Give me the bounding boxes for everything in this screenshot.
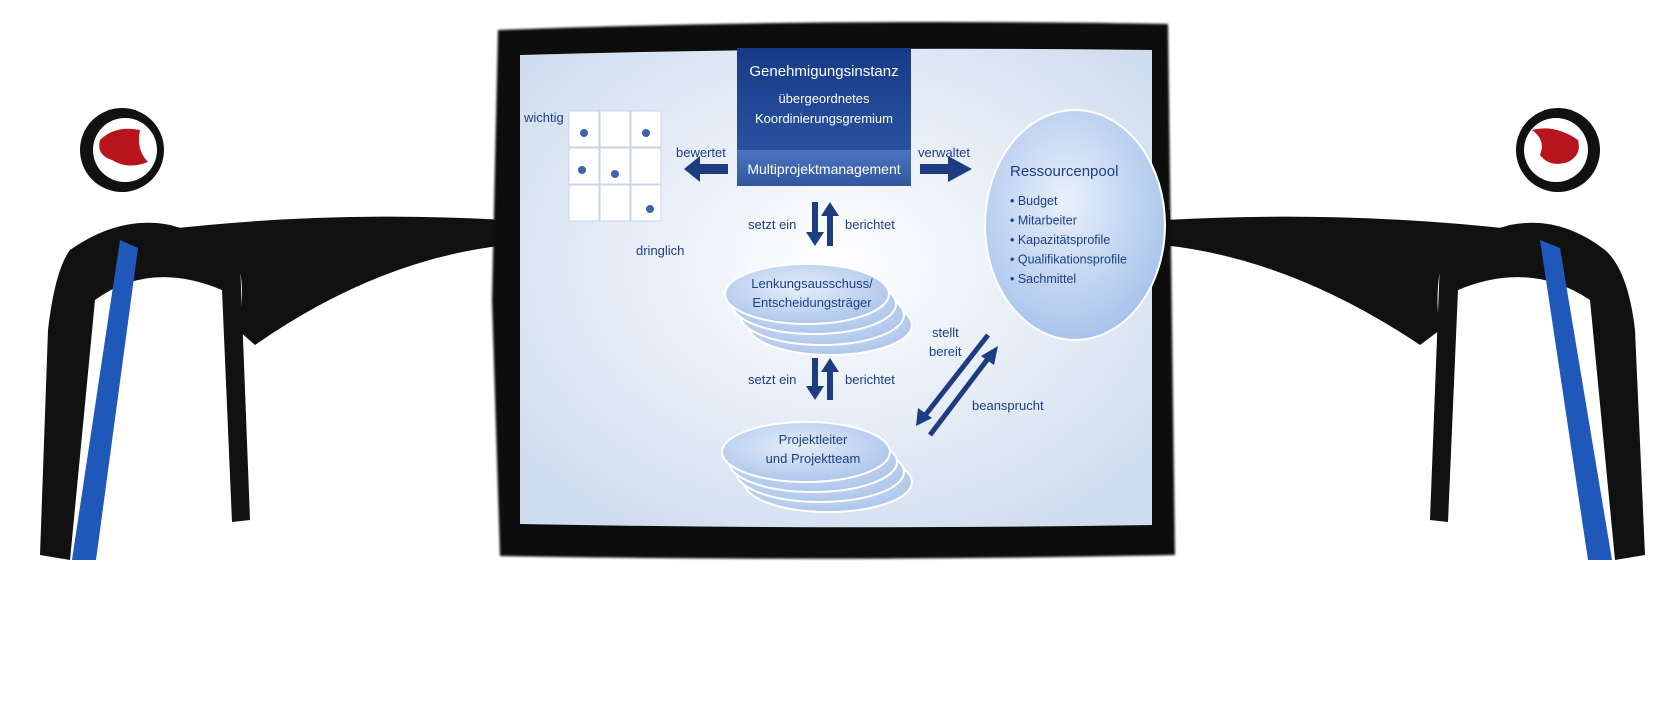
right-person-body [1430,222,1645,560]
resource-pool-item: • Budget [1010,194,1058,208]
project-team: Projektleiter und Projektteam [721,421,913,513]
steering-committee: Lenkungsausschuss/ Entscheidungsträger [724,263,913,356]
arrow-stellt-bereit-head [916,408,932,426]
project-line1: Projektleiter [779,432,848,447]
project-ellipse [721,421,891,483]
arrow-setzt-ein-upper-label: setzt ein [748,217,796,232]
matrix-dot [580,129,588,137]
resource-pool-item: • Mitarbeiter [1010,214,1077,228]
arrow-stellt-line1: stellt [932,325,959,340]
matrix-cell [599,110,631,148]
matrix-cell [599,147,631,185]
governance-box [737,48,911,156]
steering-ellipse [724,263,890,325]
resource-pool-ellipse [984,109,1166,341]
matrix-cell [568,147,600,185]
resource-pool-title: Ressourcenpool [1010,163,1118,180]
matrix-grid [568,110,662,222]
matrix-dot [611,170,619,178]
resource-pool: Ressourcenpool • Budget • Mitarbeiter • Ka… [984,109,1166,341]
arrow-setzt-ein-upper [806,202,824,246]
arrow-verwaltet [920,156,972,182]
arrow-beansprucht-label: beansprucht [972,398,1044,413]
steering-line1: Lenkungsausschuss/ [751,276,873,291]
arrow-berichtet-upper-label: berichtet [845,217,895,232]
matrix-dot [642,129,650,137]
arrow-setzt-ein-lower [806,358,824,400]
arrows: bewertet verwaltet setzt ein berichtet s… [676,145,1044,437]
left-person-body [40,222,250,560]
matrix-cell [630,147,662,185]
matrix-cell [630,184,662,222]
left-person-mouth-mark [99,128,148,166]
resource-pool-item: • Qualifikationsprofile [1010,253,1127,267]
left-person-coat-accent [72,240,138,560]
arrow-verwaltet-label: verwaltet [918,145,970,160]
arrow-setzt-ein-lower-label: setzt ein [748,372,796,387]
governance-subtitle-line1: übergeordnetes [778,91,870,106]
arrow-berichtet-lower [821,358,839,400]
left-person-arm [160,216,508,345]
left-person [40,108,535,560]
priority-matrix: wichtig dringlich [523,110,684,258]
right-person-coat-accent [1540,240,1612,560]
arrow-berichtet-upper [821,202,839,246]
matrix-cell [599,184,631,222]
matrix-cell [568,184,600,222]
governance-title: Genehmigungsinstanz [749,63,898,80]
governance-block: Genehmigungsinstanz übergeordnetes Koord… [737,48,911,186]
right-person-mouth-mark [1532,128,1579,164]
arrow-bewertet [684,156,728,182]
arrow-stellt-bereit [921,333,990,420]
matrix-dot [578,166,586,174]
project-line2: und Projektteam [766,451,861,466]
mpm-label: Multiprojektmanagement [747,161,900,177]
arrow-beansprucht-head [981,346,998,365]
resource-pool-item: • Sachmittel [1010,272,1076,286]
arrow-beansprucht [928,354,992,437]
resource-pool-item: • Kapazitätsprofile [1010,233,1110,247]
steering-line2: Entscheidungsträger [752,295,872,310]
matrix-dots [578,129,654,213]
matrix-x-label: dringlich [636,243,684,258]
matrix-y-label: wichtig [523,110,564,125]
mpm-box [737,150,911,186]
arrow-stellt-line2: bereit [929,344,962,359]
matrix-dot [646,205,654,213]
resource-pool-items: • Budget • Mitarbeiter • Kapazitätsprofile… [1010,194,1127,286]
right-person-arm [1162,216,1520,345]
arrow-berichtet-lower-label: berichtet [845,372,895,387]
arrow-bewertet-label: bewertet [676,145,726,160]
right-person [1136,108,1645,560]
governance-subtitle-line2: Koordinierungsgremium [755,111,893,126]
